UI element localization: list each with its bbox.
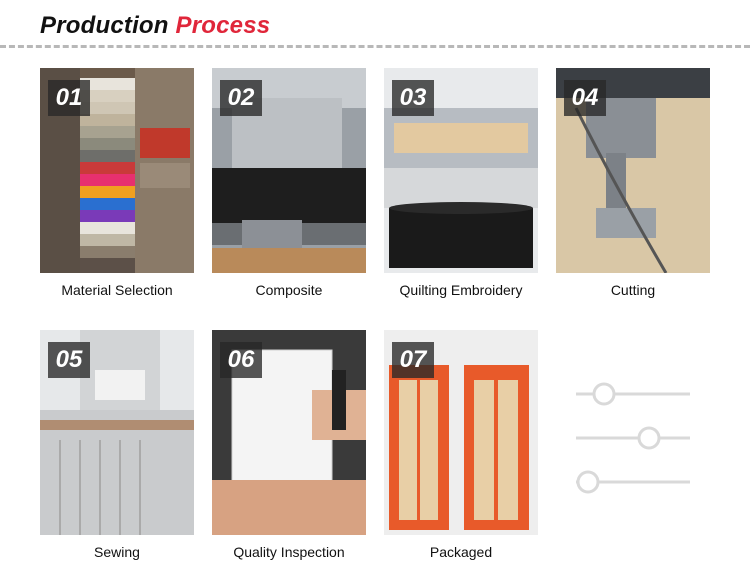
dashed-divider bbox=[0, 45, 750, 48]
step-label: Sewing bbox=[94, 544, 140, 560]
photo-cutting: 04 bbox=[556, 68, 710, 273]
step-card-material-selection: 01 Material Selection bbox=[40, 68, 194, 298]
step-number-badge: 01 bbox=[48, 80, 90, 116]
photo-composite: 02 bbox=[212, 68, 366, 273]
photo-packaged: 07 bbox=[384, 330, 538, 535]
step-label: Material Selection bbox=[61, 282, 173, 298]
step-label: Packaged bbox=[429, 544, 493, 560]
photo-quilting-embroidery: 03 bbox=[384, 68, 538, 273]
step-card-composite: 02 Composite bbox=[212, 68, 366, 298]
step-card-quilting-embroidery: 03 Quilting Embroidery bbox=[384, 68, 538, 298]
step-label: Quilting Embroidery bbox=[399, 282, 523, 298]
step-card-sewing: 05 Sewing bbox=[40, 330, 194, 560]
step-number-badge: 05 bbox=[48, 342, 90, 378]
step-label: Composite bbox=[255, 282, 323, 298]
step-number-badge: 03 bbox=[392, 80, 434, 116]
photo-material-selection: 01 bbox=[40, 68, 194, 273]
photo-quality-inspection: 06 bbox=[212, 330, 366, 535]
step-label: Cutting bbox=[610, 282, 656, 298]
step-number-badge: 02 bbox=[220, 80, 262, 116]
photo-sewing: 05 bbox=[40, 330, 194, 535]
step-number-badge: 04 bbox=[564, 80, 606, 116]
step-card-cutting: 04 Cutting bbox=[556, 68, 710, 298]
page-title: Production Process bbox=[40, 12, 270, 40]
step-card-packaged: 07 Packaged bbox=[384, 330, 538, 560]
title-word-production: Production bbox=[40, 12, 169, 39]
title-word-process: Process bbox=[175, 12, 271, 39]
step-label: Quality Inspection bbox=[233, 544, 345, 560]
step-card-quality-inspection: 06 Quality Inspection bbox=[212, 330, 366, 560]
step-number-badge: 06 bbox=[220, 342, 262, 378]
step-number-badge: 07 bbox=[392, 342, 434, 378]
sliders-icon bbox=[574, 378, 694, 498]
